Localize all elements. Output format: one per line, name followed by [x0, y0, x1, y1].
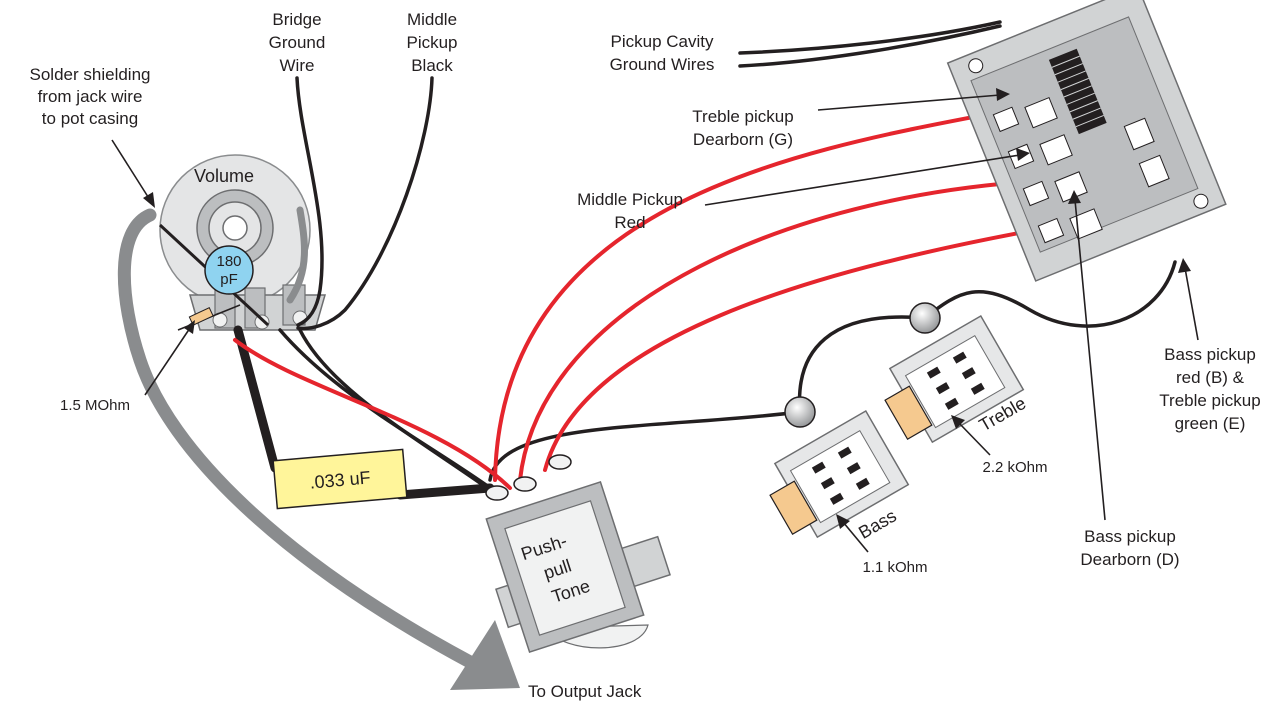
solder-shielding-line3: to pot casing [42, 109, 138, 128]
black-wires [278, 20, 1177, 497]
cavity-ground-line2: Ground Wires [610, 55, 715, 74]
volume-label: Volume [194, 166, 254, 186]
middle-red-line2: Red [614, 213, 645, 232]
resistor-1-5m-label: 1.5 MOhm [60, 397, 130, 414]
cap-180-value: 180 [216, 253, 241, 270]
bridge-ground-label: Bridge Ground Wire [269, 10, 326, 75]
resistor-1-1k-label: 1.1 kOhm [862, 559, 927, 576]
middle-black-line2: Pickup [406, 33, 457, 52]
middle-black-label: Middle Pickup Black [406, 10, 457, 75]
bass-dearborn-label: Bass pickup Dearborn (D) [1080, 527, 1179, 569]
resistor-2-2k-label: 2.2 kOhm [982, 459, 1047, 476]
treble-dearborn-label: Treble pickup Dearborn (G) [692, 107, 793, 149]
cap-180-unit: pF [220, 271, 238, 288]
bass-switch: Bass [769, 396, 910, 543]
capacitor-033uf: .033 uF [233, 325, 495, 510]
treble-switch: Treble [884, 302, 1029, 444]
bass-dearborn-line1: Bass pickup [1084, 527, 1176, 546]
treble-dearborn-line2: Dearborn (G) [693, 130, 793, 149]
bridge-ground-line2: Ground [269, 33, 326, 52]
capacitor-180pf: 180 pF [158, 223, 270, 327]
bass-red-line2: red (B) & [1176, 368, 1245, 387]
middle-red-line1: Middle Pickup [577, 190, 683, 209]
cavity-ground-label: Pickup Cavity Ground Wires [610, 32, 715, 74]
solder-shielding-line1: Solder shielding [30, 65, 151, 84]
bass-red-line3: Treble pickup [1159, 391, 1260, 410]
bass-dearborn-line2: Dearborn (D) [1080, 550, 1179, 569]
shield-wire-arrow [117, 208, 520, 690]
middle-black-line3: Black [411, 56, 453, 75]
red-wires [233, 108, 1082, 490]
bass-red-line1: Bass pickup [1164, 345, 1256, 364]
solder-shielding-line2: from jack wire [38, 87, 143, 106]
middle-black-line1: Middle [407, 10, 457, 29]
push-pull-tone-pot: Push- pull Tone [485, 454, 671, 654]
volume-pot: Volume [159, 154, 326, 331]
treble-dearborn-line1: Treble pickup [692, 107, 793, 126]
middle-red-label: Middle Pickup Red [577, 190, 683, 232]
leader-lines [111, 88, 1199, 553]
cavity-ground-line1: Pickup Cavity [611, 32, 714, 51]
bass-red-treble-green-label: Bass pickup red (B) & Treble pickup gree… [1159, 345, 1260, 433]
output-jack-label: To Output Jack [528, 682, 642, 701]
bass-red-line4: green (E) [1175, 414, 1246, 433]
solder-shielding-label: Solder shielding from jack wire to pot c… [30, 65, 151, 128]
bridge-ground-line1: Bridge [272, 10, 321, 29]
pot-ground-jumper [286, 206, 308, 304]
bridge-ground-line3: Wire [280, 56, 315, 75]
pickup-selector-switch [946, 0, 1227, 282]
